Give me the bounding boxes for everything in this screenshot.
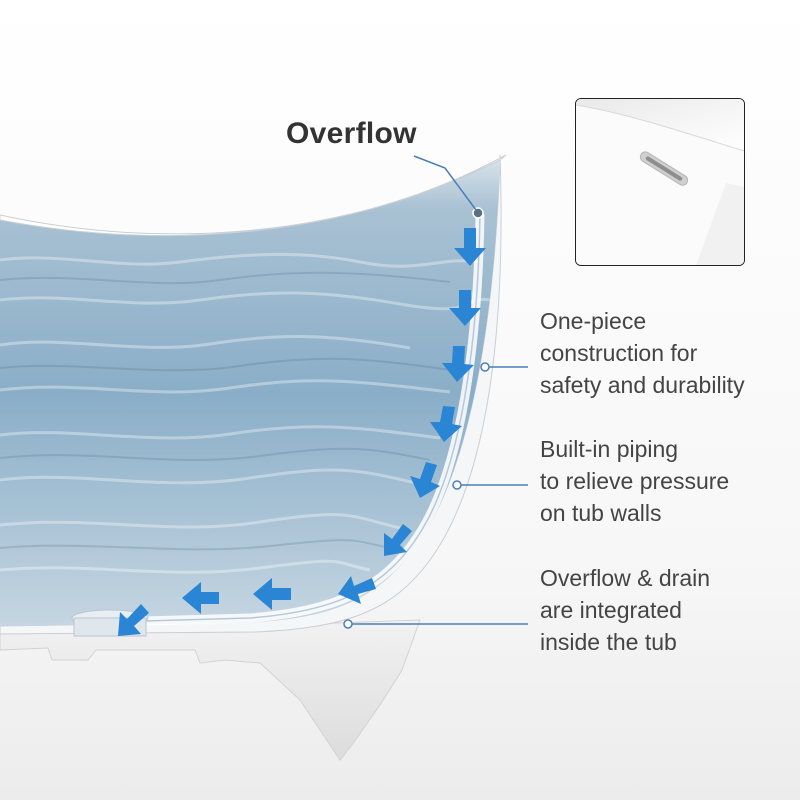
callout-line: on tub walls [540, 500, 662, 526]
callout-line: to relieve pressure [540, 468, 730, 494]
arrow-left-icon [253, 578, 291, 610]
flow-arrows [118, 228, 486, 636]
callout-dot [452, 480, 462, 490]
tub-rim [0, 154, 507, 237]
overflow-slot-closeup [576, 99, 744, 265]
arrow-down-icon [454, 228, 486, 266]
callout-dot [343, 619, 353, 629]
callout-line: safety and durability [540, 372, 745, 398]
overflow-detail-photo [575, 98, 745, 266]
callout-line: One-piece [540, 308, 647, 334]
arrow-down-left-icon [118, 604, 149, 636]
callout-line: construction for [540, 340, 698, 366]
overflow-leader-line [413, 155, 477, 211]
arrow-down-icon [449, 290, 481, 326]
arrow-left-icon [338, 576, 376, 604]
arrow-down-icon [430, 406, 462, 442]
callout-leaders [348, 366, 528, 625]
callout-one-piece: One-piece construction for safety and du… [540, 305, 745, 401]
callout-built-in-piping: Built-in piping to relieve pressure on t… [540, 433, 729, 529]
arrow-down-icon [442, 346, 474, 382]
callout-line: Built-in piping [540, 436, 679, 462]
water [0, 160, 500, 626]
arrow-down-icon [410, 462, 440, 498]
callout-line: Overflow & drain [540, 565, 711, 591]
overflow-port [472, 207, 484, 219]
callout-dot [480, 362, 490, 372]
arrow-left-icon [182, 582, 219, 614]
callout-overflow-drain: Overflow & drain are integrated inside t… [540, 562, 710, 658]
callout-line: inside the tub [540, 629, 677, 655]
tub-base [0, 619, 421, 761]
arrow-down-icon [384, 524, 412, 556]
callout-line: are integrated [540, 597, 682, 623]
overflow-label: Overflow [286, 117, 417, 150]
